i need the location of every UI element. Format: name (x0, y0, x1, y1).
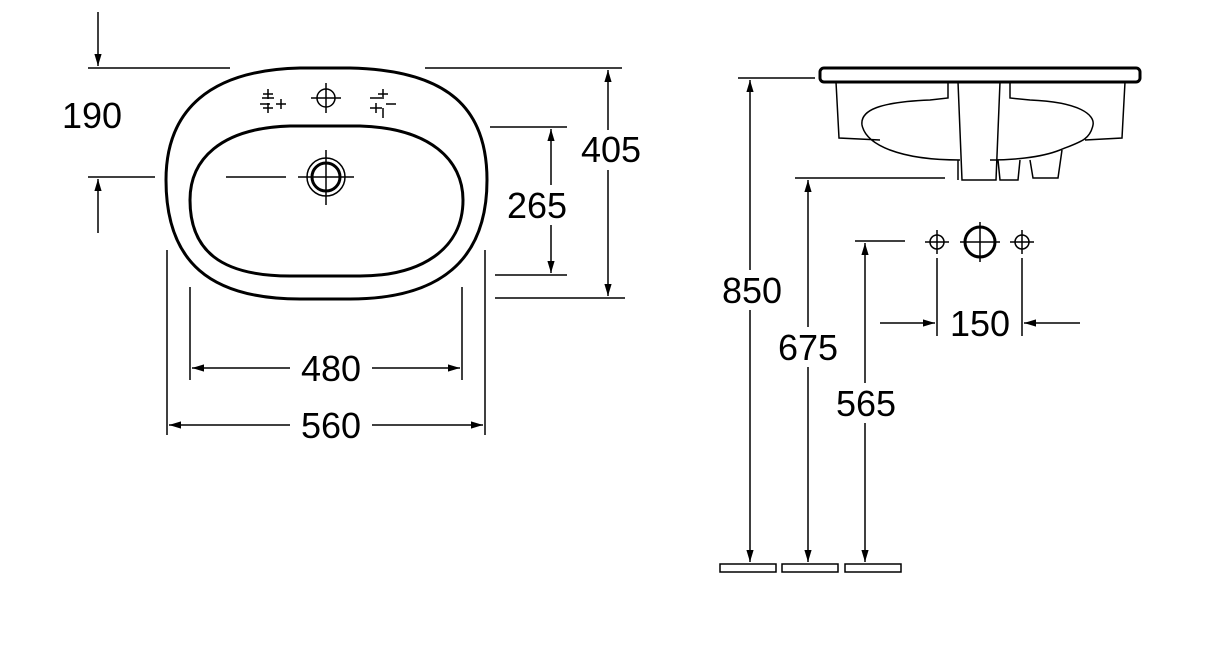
side-view: 850 675 565 150 (719, 66, 1142, 573)
basin-rim (818, 66, 1142, 84)
tap-hole-left-icon (260, 89, 286, 113)
tap-hole-right-icon (370, 89, 396, 118)
dim-bowl-depth: 265 (507, 185, 567, 226)
dim-supply-spacing: 150 (950, 303, 1010, 344)
dim-tap-to-drain: 190 (62, 95, 122, 136)
basin-body (835, 81, 1126, 181)
dim-supply-height: 565 (836, 383, 896, 424)
bowl-outline (188, 124, 465, 278)
supply-drain-hole-icon (960, 222, 1000, 262)
basin-outline (164, 66, 489, 301)
dim-depth-total: 405 (581, 129, 641, 170)
dim-total-width: 560 (301, 405, 361, 446)
dim-bowl-width: 480 (301, 348, 361, 389)
floor-line (719, 563, 902, 573)
dim-top-height: 850 (722, 270, 782, 311)
supply-hole-right-icon (1010, 230, 1034, 254)
tap-hole-center-icon (311, 83, 341, 113)
dim-drain-height: 675 (778, 327, 838, 368)
supply-hole-left-icon (925, 230, 949, 254)
plan-view: 190 405 265 480 560 (62, 12, 641, 446)
drain-icon (226, 150, 354, 205)
